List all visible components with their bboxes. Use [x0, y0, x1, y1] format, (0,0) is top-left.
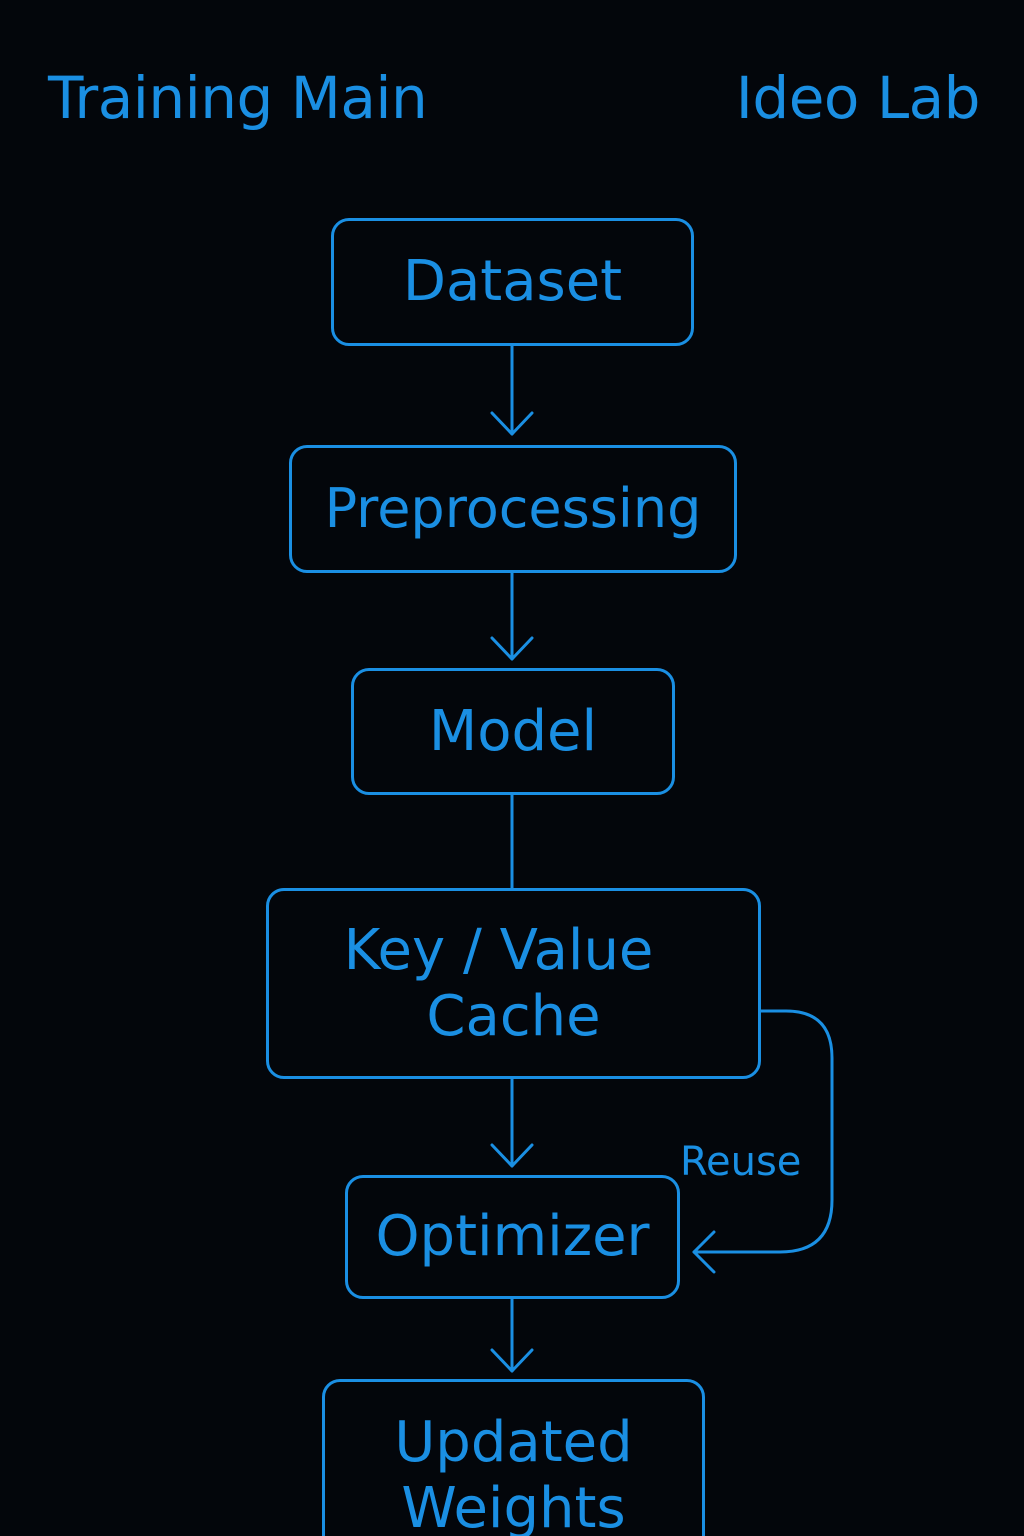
lab-name: Ideo Lab	[735, 64, 981, 132]
edge-optimizer-updated-weights	[490, 1297, 534, 1373]
node-model-label: Model	[428, 698, 598, 764]
node-preprocessing[interactable]: Preprocessing	[289, 445, 737, 573]
node-model[interactable]: Model	[351, 668, 675, 795]
node-updated-weights[interactable]: Updated Weights	[322, 1379, 705, 1536]
node-preprocessing-label: Preprocessing	[324, 477, 702, 540]
edge-preprocessing-model	[490, 571, 534, 661]
node-updated-weights-label-line-2: Weights	[401, 1476, 626, 1536]
node-optimizer[interactable]: Optimizer	[345, 1175, 680, 1299]
node-kv-cache-label-line-2: Cache	[426, 983, 601, 1049]
node-optimizer-label: Optimizer	[375, 1204, 650, 1269]
page-title: Training Main	[48, 64, 428, 132]
edge-kv-cache-optimizer	[490, 1077, 534, 1168]
node-dataset[interactable]: Dataset	[331, 218, 694, 346]
edge-label-reuse: Reuse	[680, 1139, 802, 1185]
node-kv-cache[interactable]: Key / Value Cache	[266, 888, 761, 1079]
node-dataset-label: Dataset	[402, 249, 623, 314]
node-updated-weights-label-line-1: Updated	[394, 1410, 633, 1475]
node-kv-cache-label-line-1: Key / Value	[343, 917, 654, 983]
edge-dataset-preprocessing	[490, 344, 534, 436]
